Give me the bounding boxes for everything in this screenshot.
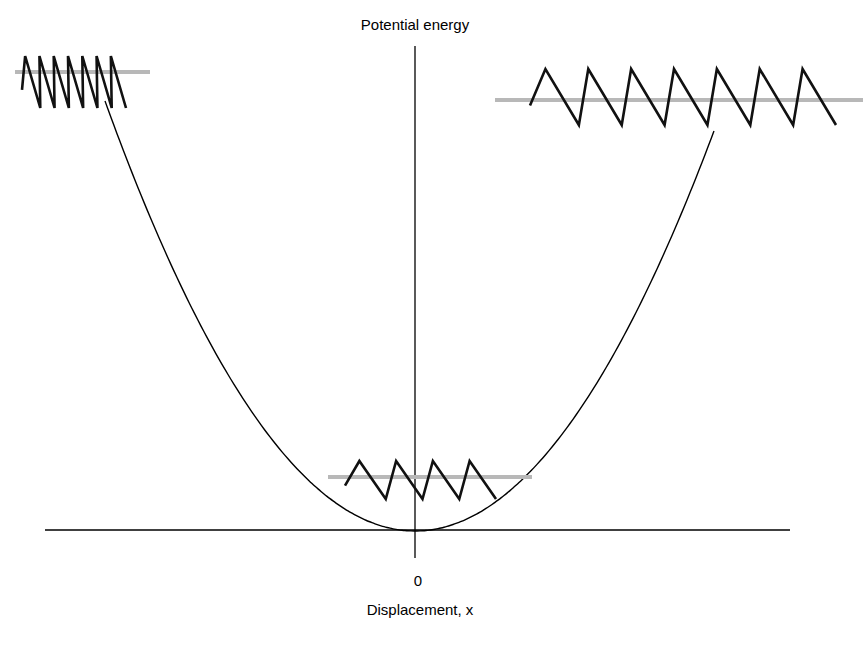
spring-symbol (530, 69, 836, 125)
spring-symbol (345, 461, 496, 499)
origin-label: 0 (414, 572, 422, 590)
axis-title: Displacement, x (367, 601, 474, 619)
potential-curve (105, 101, 714, 531)
energy-level (495, 98, 863, 102)
spring-symbol (22, 56, 126, 108)
y-axis (414, 46, 415, 558)
axis-title: Potential energy (361, 16, 469, 34)
